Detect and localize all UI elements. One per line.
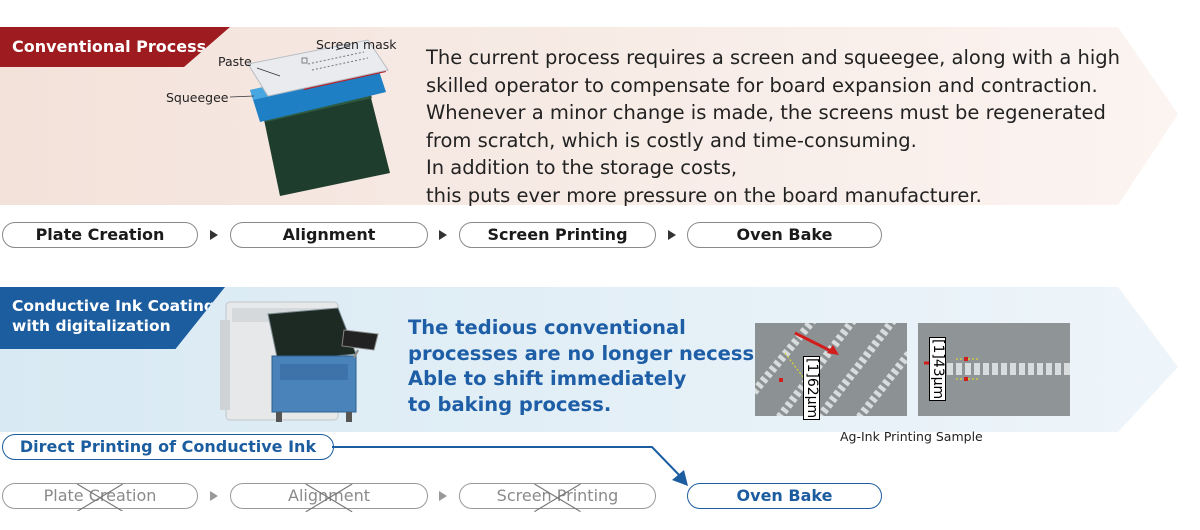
digital-description-line: processes are no longer necessary. — [408, 341, 796, 365]
printer-machine-illustration — [220, 301, 379, 422]
paste-label: Paste — [218, 54, 252, 69]
conventional-description: The current process requires a screen an… — [426, 44, 1121, 209]
step-oven-bake-direct: Oven Bake — [687, 483, 882, 509]
step-arrow-icon — [668, 230, 676, 240]
squeegee-label: Squeegee — [166, 90, 229, 105]
step-alignment: Alignment — [230, 222, 428, 248]
conventional-description-line: this puts ever more pressure on the boar… — [426, 183, 982, 207]
sample-caption: Ag-Ink Printing Sample — [840, 429, 983, 444]
step-screen-printing: Screen Printing — [459, 222, 656, 248]
skipped-step-alignment: Alignment — [230, 483, 428, 512]
squeegee-leader — [229, 95, 255, 98]
skipped-step-label: Alignment — [288, 486, 370, 505]
step-direct-printing: Direct Printing of Conductive Ink — [2, 434, 334, 460]
conventional-description-line: Whenever a minor change is made, the scr… — [426, 101, 1106, 124]
measurement-label-2: [1]43μm — [929, 337, 946, 402]
conventional-process-title: Conventional Process — [12, 37, 207, 56]
ag-ink-sample-photo-1 — [755, 323, 907, 416]
conductive-ink-title-line1: Conductive Ink Coating — [12, 297, 215, 315]
conventional-description-line: In addition to the storage costs, — [426, 156, 738, 179]
step-arrow-icon — [439, 230, 447, 240]
screen-printing-layers-illustration — [229, 39, 390, 196]
skipped-step-label: Screen Printing — [496, 486, 619, 505]
step-arrow-icon — [210, 491, 218, 501]
conventional-description-line: skilled operator to compensate for board… — [426, 73, 1098, 97]
connector-arrowhead-icon — [672, 470, 688, 486]
step-plate-creation: Plate Creation — [2, 222, 198, 248]
screen-mask-leader — [335, 45, 351, 51]
direct-to-bake-connector — [332, 446, 688, 486]
conductive-ink-title-line2: with digitalization — [12, 317, 171, 335]
screen-mask-label: Screen mask — [316, 37, 397, 52]
digital-description-line: The tedious conventional — [408, 316, 686, 339]
step-arrow-icon — [210, 230, 218, 240]
paste-leader — [256, 67, 281, 77]
skipped-step-plate-creation: Plate Creation — [2, 483, 198, 512]
conventional-description-line: from scratch, which is costly and time-c… — [426, 128, 917, 152]
skipped-step-screen-printing: Screen Printing — [459, 483, 656, 512]
screen-mask-sheet — [247, 39, 389, 97]
digital-description-line: Able to shift immediately — [408, 367, 687, 390]
digital-description-line: to baking process. — [408, 392, 612, 416]
measurement-label-1: [1]62μm — [803, 356, 820, 421]
step-oven-bake: Oven Bake — [687, 222, 882, 248]
step-arrow-icon — [439, 491, 447, 501]
digital-description: The tedious conventional processes are n… — [408, 315, 796, 417]
skipped-step-label: Plate Creation — [43, 486, 157, 505]
conventional-description-line: The current process requires a screen an… — [426, 46, 1121, 69]
